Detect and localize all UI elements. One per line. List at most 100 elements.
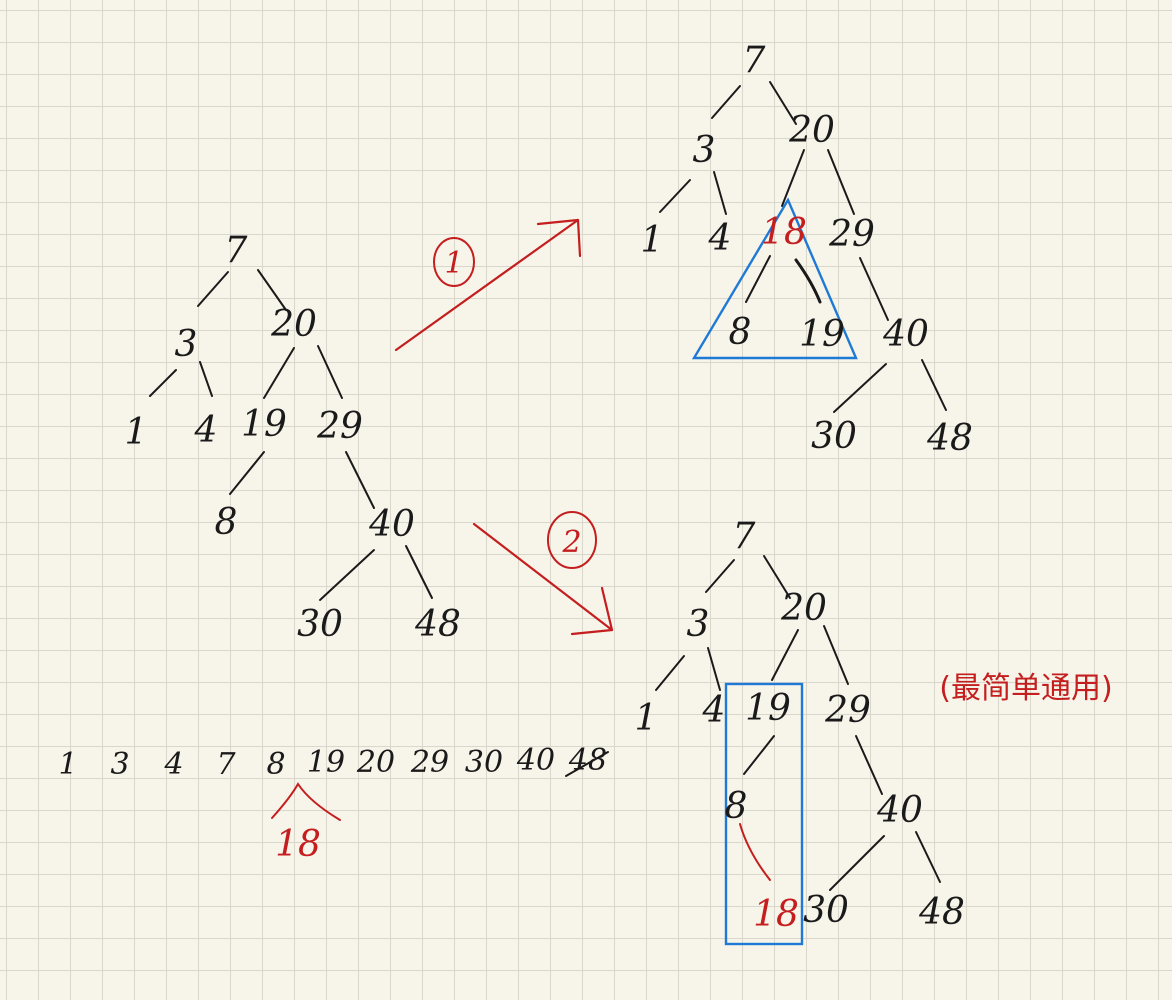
node-3: 3 [687,604,710,645]
rotation-triangle-highlight [691,197,858,360]
node-29: 29 [316,406,363,447]
node-48: 48 [926,418,973,459]
edge-29-40 [345,451,375,509]
node-20: 20 [270,304,317,345]
seq-item: 19 [307,745,345,780]
edge-29-40 [855,735,883,795]
node-40: 40 [882,314,929,355]
node-20: 20 [780,588,827,629]
node-18-inserted: 18 [761,212,807,253]
node-7: 7 [733,516,756,557]
sorted-sequence: 1 3 4 7 8 19 20 29 30 40 48 18 [58,743,609,865]
edge-20-29 [827,149,855,215]
node-7: 7 [225,230,248,271]
edge-7-3 [711,85,741,119]
node-30: 30 [297,604,343,645]
edge-40-30 [829,835,885,891]
edge-3-4 [707,647,721,691]
node-40: 40 [368,504,415,545]
edge-40-30 [833,363,887,413]
arrow-step-1: 1 [394,218,582,352]
node-19: 19 [241,404,287,445]
arrow-step-2: 2 [472,511,614,636]
node-19: 19 [745,688,791,729]
edge-40-48 [921,359,947,411]
node-1: 1 [125,412,148,453]
node-8: 8 [729,312,752,353]
node-19: 19 [799,314,845,355]
node-30: 30 [811,416,857,457]
edge-7-20 [257,269,287,311]
edge-20-29 [823,625,849,685]
result-tree-1-edges [659,81,947,413]
annotation-note: (最简单通用) [939,671,1112,706]
node-29: 29 [828,214,875,255]
arrow-1-shaft [394,218,580,352]
edge-18-8 [745,255,771,303]
seq-item: 4 [163,747,183,782]
edge-40-48 [405,545,433,599]
node-3: 3 [693,130,716,171]
node-29: 29 [824,690,871,731]
node-30: 30 [803,890,849,931]
seq-item: 40 [516,743,555,778]
edge-19-8 [743,735,775,775]
node-40: 40 [876,790,923,831]
step-1-circle [433,237,475,287]
result-tree-1: 7 3 20 1 4 18 29 8 19 40 30 48 [641,40,973,459]
seq-item: 30 [465,745,503,780]
edge-7-3 [705,559,735,593]
result-tree-2-edges [655,555,941,891]
node-4: 4 [708,218,732,259]
original-tree: 7 3 20 1 4 19 29 8 40 30 48 [125,230,461,645]
insert-caret [271,782,341,821]
edge-7-20 [763,555,791,599]
edge-8-18 [739,823,771,881]
edge-18-19 [794,258,822,304]
edge-7-20 [769,81,797,125]
step-1-label: 1 [444,246,463,281]
edge-40-30 [319,549,375,601]
arrow-2-shaft [472,522,614,632]
node-7: 7 [743,40,766,81]
node-48: 48 [414,604,461,645]
node-48: 48 [918,892,965,933]
edge-3-4 [199,361,213,397]
edge-20-29 [317,345,343,399]
arrow-2-head [570,586,614,636]
insert-value: 18 [275,824,321,865]
edge-19-8 [229,451,265,495]
arrow-1-head [536,218,582,258]
edge-20-18 [781,149,805,207]
seq-item: 7 [216,747,236,782]
step-2-label: 2 [561,525,581,560]
edge-29-40 [859,257,889,321]
node-8: 8 [725,786,748,827]
edge-3-1 [655,655,685,691]
seq-item: 20 [356,745,395,780]
seq-item: 1 [58,747,77,782]
node-20: 20 [788,110,835,151]
seq-item: 3 [110,747,129,782]
step-2-circle [547,511,597,569]
node-4: 4 [194,410,218,451]
node-8: 8 [215,502,238,543]
seq-item-struck: 48 [568,743,607,778]
result-tree-2: 7 3 20 1 4 19 29 8 18 40 30 48 [635,516,965,946]
rotation-box-highlight [724,682,804,946]
node-1: 1 [641,220,664,261]
node-4: 4 [702,690,726,731]
edge-3-1 [149,369,177,397]
edge-40-48 [915,831,941,883]
edge-3-4 [713,171,727,215]
edge-3-1 [659,179,691,213]
edge-20-19 [263,347,295,399]
node-3: 3 [175,324,198,365]
original-tree-edges [149,269,433,601]
node-18-inserted: 18 [753,894,799,935]
strike-mark [565,751,609,777]
edge-7-3 [197,271,229,307]
seq-item: 29 [410,745,449,780]
edge-20-19 [771,629,799,681]
